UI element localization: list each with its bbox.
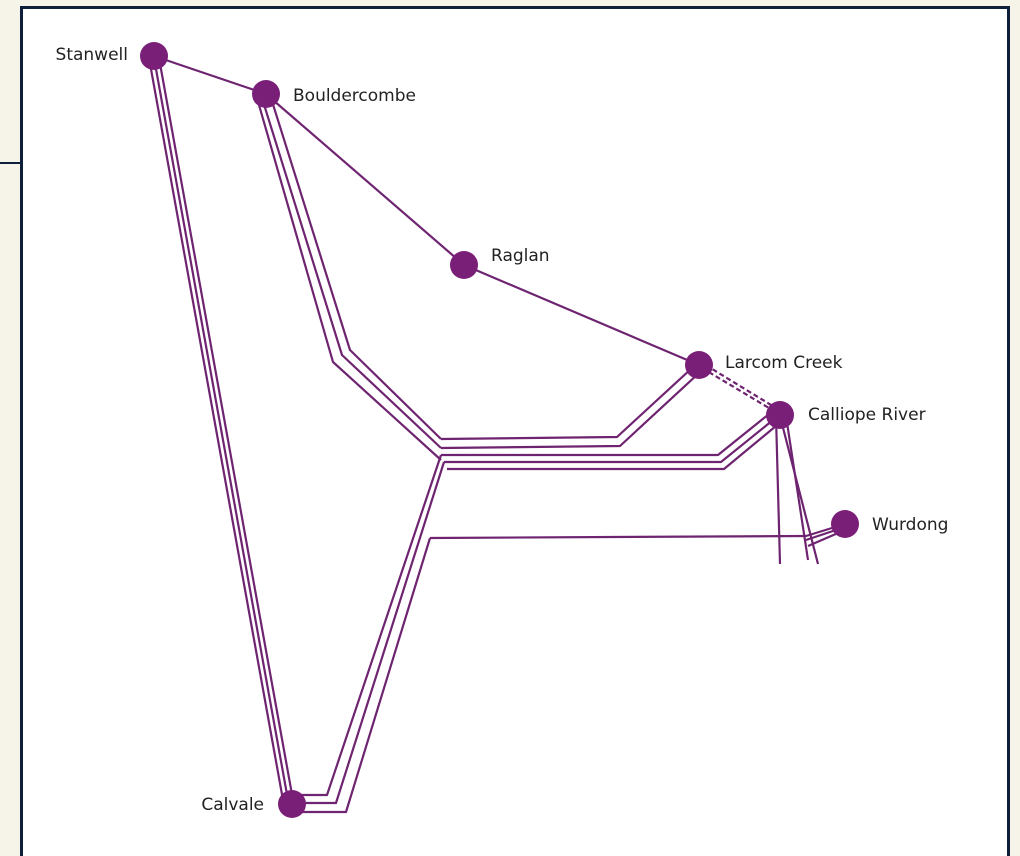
diagram-frame bbox=[20, 6, 1010, 856]
lines-stanwell-calvale bbox=[147, 57, 295, 801]
station-node-calliope-river[interactable] bbox=[766, 401, 794, 429]
station-label-larcom-creek: Larcom Creek bbox=[725, 353, 843, 373]
station-label-stanwell: Stanwell bbox=[56, 45, 128, 65]
station-label-raglan: Raglan bbox=[491, 246, 550, 266]
station-node-calvale[interactable] bbox=[278, 790, 306, 818]
lines-larcomcreek-calliopriver-dashed bbox=[698, 360, 780, 415]
station-node-stanwell[interactable] bbox=[140, 42, 168, 70]
station-label-calliope-river: Calliope River bbox=[808, 405, 926, 425]
lines-calvale-junction bbox=[296, 454, 446, 814]
line-to-wurdong bbox=[429, 522, 846, 540]
station-label-wurdong: Wurdong bbox=[872, 515, 948, 535]
station-node-bouldercombe[interactable] bbox=[252, 80, 280, 108]
line-raglan-larcomcreek bbox=[463, 263, 700, 367]
station-label-calvale: Calvale bbox=[201, 795, 264, 815]
station-node-larcom-creek[interactable] bbox=[685, 351, 713, 379]
station-label-bouldercombe: Bouldercombe bbox=[293, 86, 416, 106]
lines-calliopriver-wurdong bbox=[774, 415, 846, 565]
station-node-raglan[interactable] bbox=[450, 251, 478, 279]
line-bouldercombe-raglan bbox=[265, 93, 465, 266]
station-node-wurdong[interactable] bbox=[831, 510, 859, 538]
line-stanwell-bouldercombe bbox=[153, 54, 267, 96]
frame-edge-tick bbox=[0, 162, 22, 164]
lines-bouldercombe-junction bbox=[255, 97, 442, 461]
lines-junction-calliopriver bbox=[441, 409, 783, 471]
lines-junction-larcomcreek bbox=[440, 367, 700, 450]
